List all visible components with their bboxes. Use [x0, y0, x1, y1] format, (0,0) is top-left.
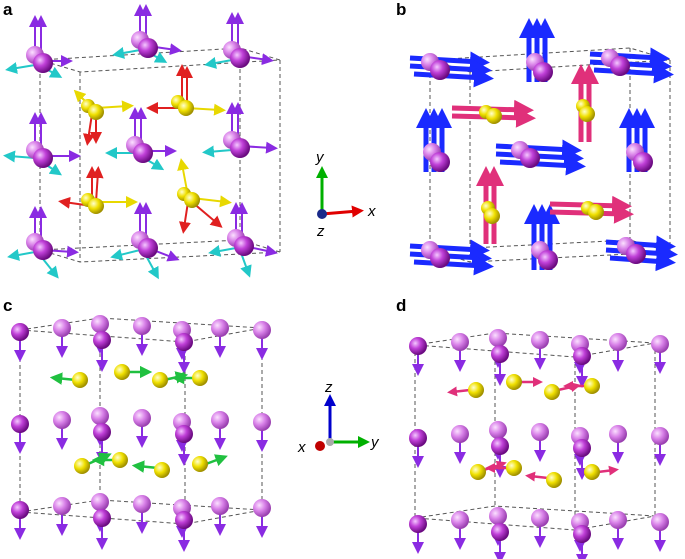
mn-atom — [53, 497, 71, 536]
mn-atom — [11, 323, 29, 362]
ge-site-group-d — [447, 374, 619, 488]
mn-atom — [211, 319, 229, 358]
mn-atom — [93, 509, 111, 550]
axis-label-x-top: x — [367, 203, 376, 220]
mn-atom — [651, 335, 669, 374]
mn-atom — [651, 513, 669, 552]
axis-label-x-bottom: x — [297, 439, 306, 456]
mn-atom — [133, 409, 151, 448]
mn-atom — [573, 347, 591, 388]
mn-atom — [609, 425, 627, 464]
mn-atom — [491, 523, 509, 559]
axis-triad-bottom: z x y — [297, 379, 380, 456]
mn-atom — [609, 511, 627, 550]
mn-atom — [175, 333, 193, 374]
panel-label-c: c — [3, 296, 13, 315]
mn-site-group-d — [409, 329, 669, 559]
panel-label-b: b — [396, 0, 407, 19]
mn-atom — [409, 515, 427, 554]
mn-atom — [211, 411, 229, 450]
mn-atom — [11, 501, 29, 540]
mn-atom — [253, 499, 271, 538]
mn-atom — [531, 331, 549, 370]
mn-atom — [491, 345, 509, 386]
axis-label-z-top: z — [316, 223, 325, 240]
panel-label-a: a — [3, 0, 13, 19]
mn-atom — [573, 439, 591, 480]
mn-atom — [651, 427, 669, 466]
mn-atom — [451, 425, 469, 464]
mn-atom — [609, 333, 627, 372]
axis-label-y-bottom: y — [370, 434, 380, 451]
mn-site-group-c — [11, 315, 271, 552]
mn-atom — [133, 495, 151, 534]
mn-atom — [253, 413, 271, 452]
mn-atom — [93, 331, 111, 372]
axis-label-z-bottom: z — [324, 379, 333, 396]
panel-a — [3, 4, 281, 280]
panel-c — [11, 315, 271, 552]
mn-atom — [451, 333, 469, 372]
mn-atom — [53, 411, 71, 450]
mn-site-group-a — [3, 4, 278, 280]
mn-atom — [175, 511, 193, 552]
mn-atom — [253, 321, 271, 360]
mn-atom — [409, 429, 427, 468]
mn-atom — [531, 509, 549, 548]
mn-atom — [409, 337, 427, 376]
mn-atom — [93, 423, 111, 464]
panel-label-d: d — [396, 296, 407, 315]
panel-b — [409, 18, 678, 276]
mn-site-group-b — [409, 18, 678, 276]
mn-atom — [53, 319, 71, 358]
mn-atom — [451, 511, 469, 550]
ge-site-group-a — [58, 64, 232, 234]
mn-atom — [133, 317, 151, 356]
mn-atom — [175, 425, 193, 466]
mn-atom — [211, 497, 229, 536]
ge-site-group-b — [451, 64, 634, 244]
ge-site-group-c — [49, 364, 228, 478]
panel-d — [409, 329, 669, 559]
axis-label-y-top: y — [315, 149, 325, 166]
mn-atom — [573, 525, 591, 559]
mn-atom — [531, 423, 549, 462]
axis-triad-top: y x z — [315, 149, 376, 240]
mn-atom — [11, 415, 29, 454]
